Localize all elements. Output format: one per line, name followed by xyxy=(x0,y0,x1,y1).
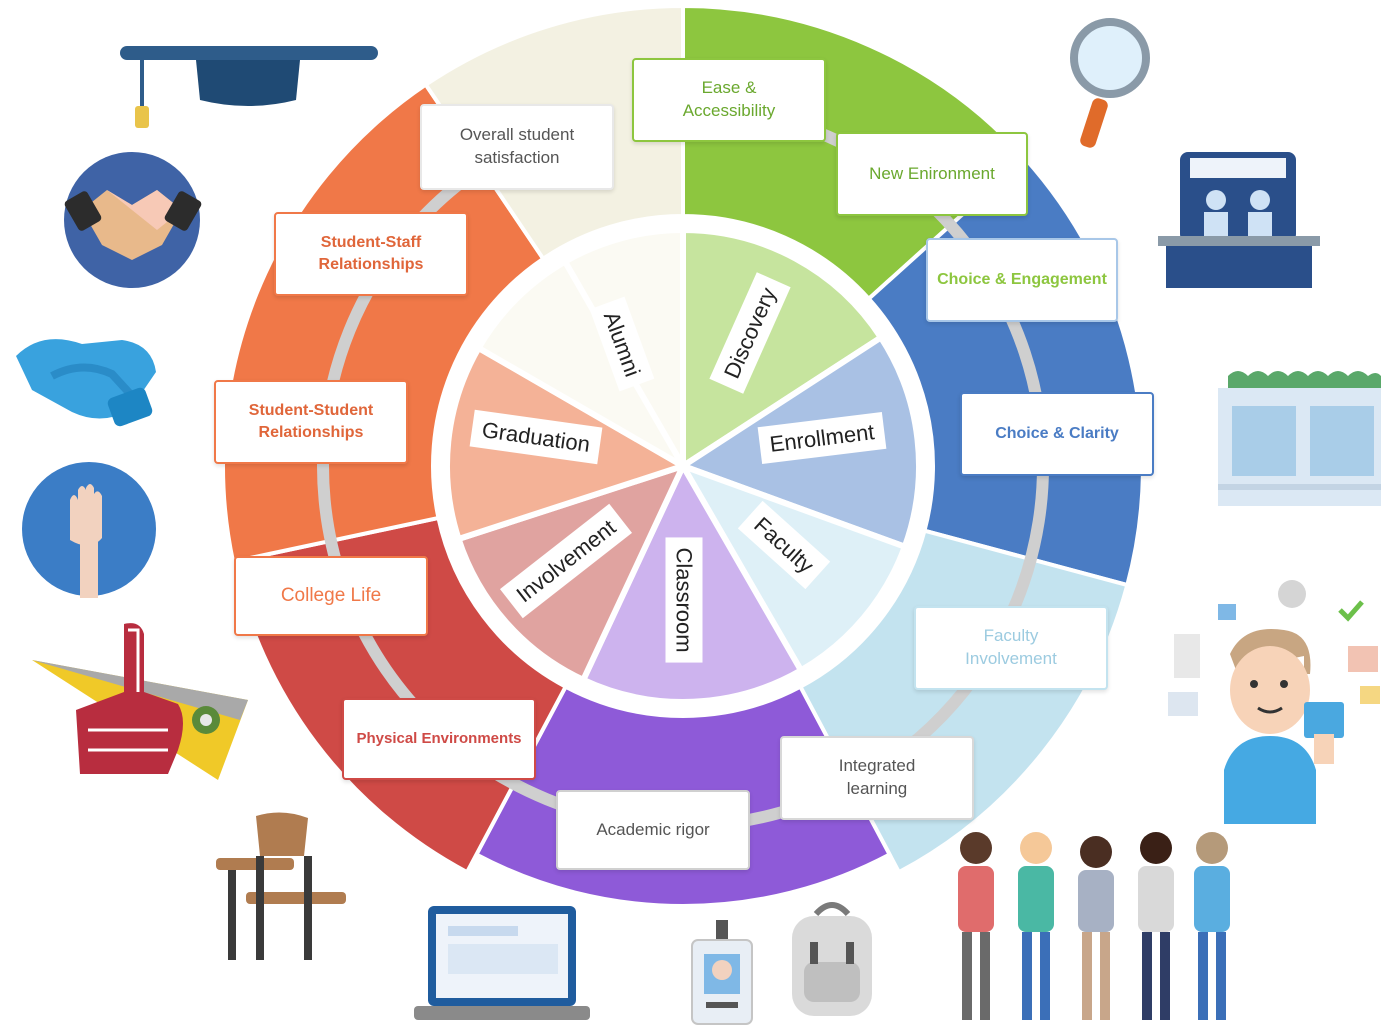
handshake-icon xyxy=(64,152,202,288)
ease-accessibility-box: Ease & Accessibility xyxy=(632,58,826,142)
foam-finger-pennant-icon xyxy=(32,623,248,780)
school-desk-icon xyxy=(216,812,346,960)
new-environment-box: New Enironment xyxy=(836,132,1028,216)
integrated-learning-box: Integrated learning xyxy=(780,736,974,820)
inner-label-bg-alumni xyxy=(589,296,655,392)
inner-label-bg-graduation xyxy=(469,409,603,465)
backpack-icon xyxy=(792,902,872,1016)
raised-hand-icon xyxy=(22,462,156,598)
choice-clarity-box: Choice & Clarity xyxy=(960,392,1154,476)
inner-label-classroom: Classroom xyxy=(665,537,703,663)
academic-rigor-box: Academic rigor xyxy=(556,790,750,870)
inner-label-bg-classroom xyxy=(665,537,703,663)
inner-label-bg-faculty xyxy=(737,500,831,590)
students-group-icon xyxy=(958,832,1230,1020)
video-conference-icon xyxy=(1158,152,1320,288)
graduation-cap-icon xyxy=(120,46,378,128)
magnifier-icon xyxy=(1070,18,1150,148)
choice-engagement-box: Choice & Engagement xyxy=(926,238,1118,322)
physical-environments-box: Physical Environments xyxy=(342,698,536,780)
campus-building-icon xyxy=(1218,371,1381,506)
inner-segment-discovery xyxy=(680,226,886,472)
inner-label-bg-enrollment xyxy=(757,412,887,464)
inner-segment-alumni-top xyxy=(474,257,692,475)
id-badge-icon xyxy=(691,920,753,1025)
inner-label-bg-involvement xyxy=(499,503,633,619)
inner-label-bg-discovery xyxy=(709,272,791,394)
faculty-involvement-box: Faculty Involvement xyxy=(914,606,1108,690)
hands-icon xyxy=(16,339,156,427)
student-staff-box: Student-Staff Relationships xyxy=(274,212,468,296)
laptop-icon xyxy=(414,906,590,1020)
student-with-tablet-icon xyxy=(1168,580,1380,824)
college-life-box: College Life xyxy=(234,556,428,636)
student-student-box: Student-Student Relationships xyxy=(214,380,408,464)
inner-label-text-classroom: Classroom xyxy=(672,547,697,652)
overall-satisfaction-box: Overall student satisfaction xyxy=(420,104,614,190)
inner-label-graduation: Graduation xyxy=(469,409,603,465)
inner-label-enrollment: Enrollment xyxy=(757,412,887,464)
